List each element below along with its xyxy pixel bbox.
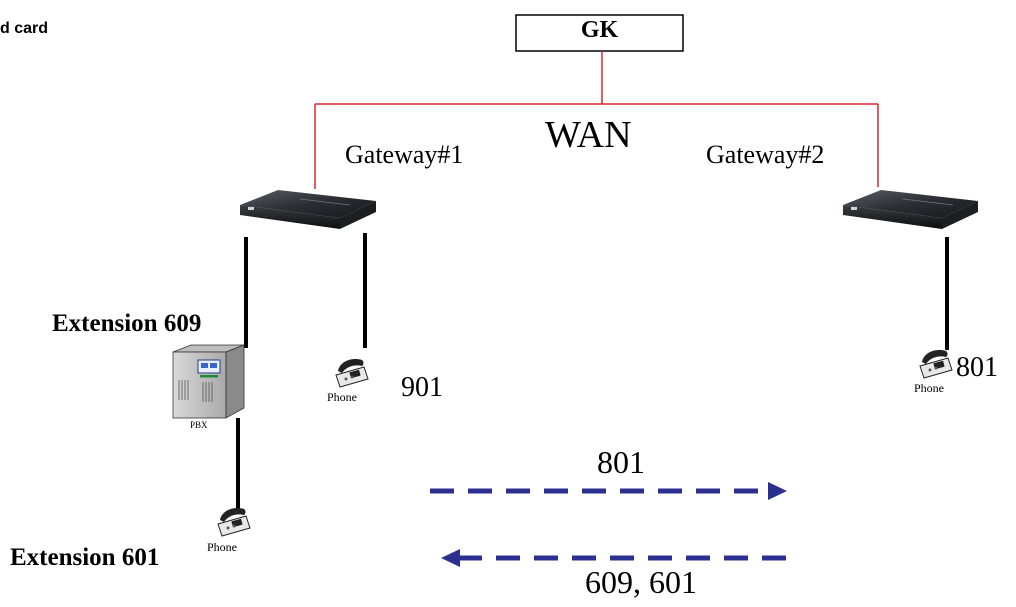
phone-icon bbox=[217, 508, 251, 537]
header-fragment: d card bbox=[0, 20, 49, 37]
phone-caption: Phone bbox=[914, 381, 944, 395]
pbx-caption: PBX bbox=[190, 420, 208, 430]
phone-caption: Phone bbox=[207, 540, 237, 554]
call-flow-label-801: 801 bbox=[597, 444, 645, 480]
pbx-device bbox=[172, 344, 245, 419]
gateway-1-label: Gateway#1 bbox=[345, 140, 464, 169]
gateway-2-label: Gateway#2 bbox=[706, 140, 825, 169]
gatekeeper-label: GK bbox=[580, 17, 619, 43]
phone-icon bbox=[919, 350, 953, 379]
phone-number-901: 901 bbox=[401, 372, 443, 403]
call-flow-arrow-left bbox=[441, 549, 786, 567]
extension-601-label: Extension 601 bbox=[10, 544, 160, 571]
wan-links bbox=[314, 51, 879, 189]
phone-caption: Phone bbox=[327, 390, 357, 404]
extension-609-label: Extension 609 bbox=[52, 310, 202, 337]
gatekeeper-box bbox=[515, 14, 684, 52]
call-flow-label-609-601: 609, 601 bbox=[585, 564, 697, 600]
call-flow-arrow-right bbox=[430, 482, 787, 500]
phone-icon bbox=[335, 359, 369, 388]
gateway-1-device bbox=[240, 190, 376, 229]
gateway-2-device bbox=[843, 190, 978, 229]
wan-label: WAN bbox=[545, 114, 632, 156]
phone-number-801: 801 bbox=[956, 352, 998, 383]
cables bbox=[236, 233, 949, 512]
